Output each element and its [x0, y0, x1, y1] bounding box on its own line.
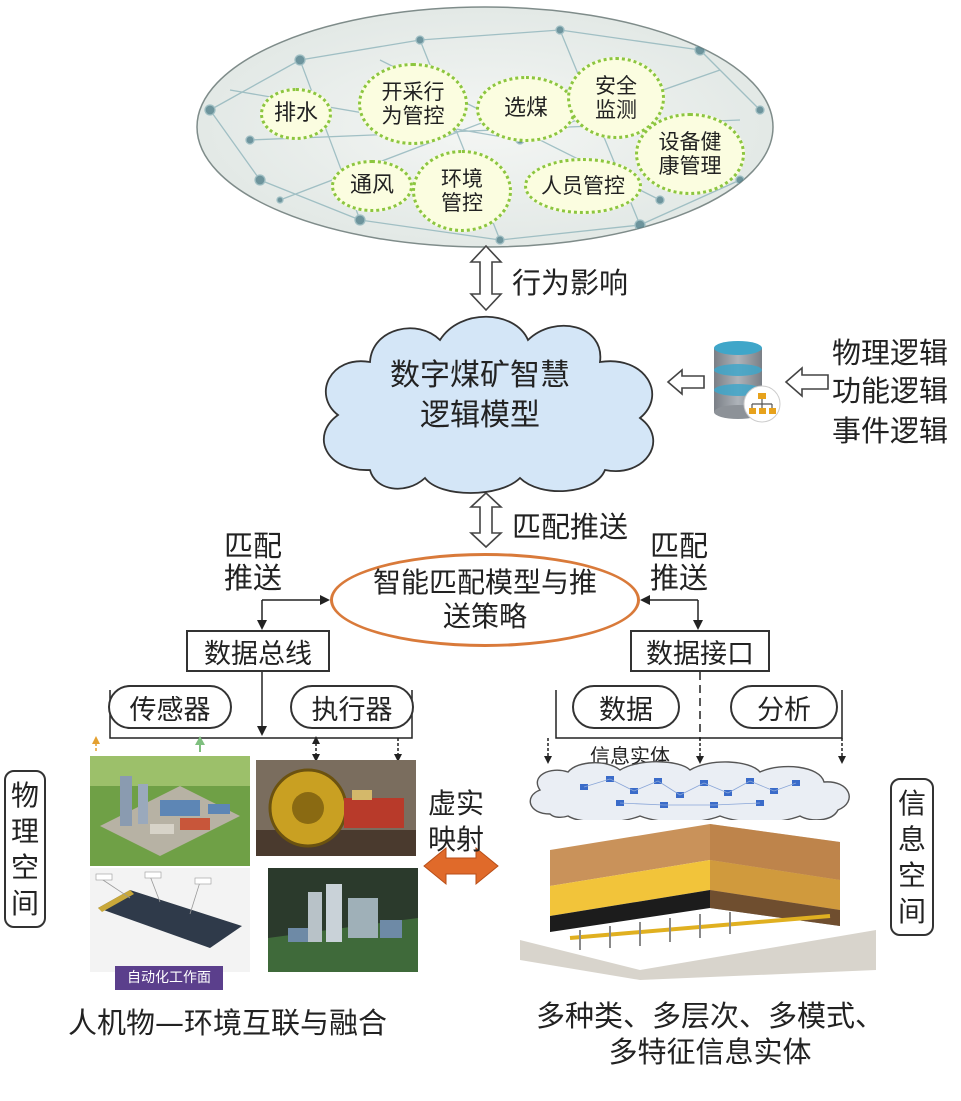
caption-right: 多种类、多层次、多模式、 多特征信息实体: [535, 999, 884, 1069]
mapping-arrow: [423, 846, 499, 886]
behavior-influence-label: 行为影响: [512, 266, 629, 300]
logic-model-cloud: [322, 315, 655, 494]
logic-event: 事件逻辑: [832, 414, 949, 448]
node-coal-preparation: 选煤: [476, 76, 576, 142]
match-push-right-label: 匹配 推送: [650, 529, 709, 595]
automated-face-badge: 自动化工作面: [115, 966, 223, 990]
logic-model-title: 数字煤矿智慧 逻辑模型: [390, 358, 570, 433]
sensor-pill: 传感器: [108, 685, 232, 729]
behavior-double-arrow: [469, 244, 503, 312]
node-ventilation: 通风: [331, 160, 413, 212]
mine-site-aerial-image: [90, 756, 250, 866]
physical-space-label: 物 理 空 间: [4, 770, 46, 928]
coal-seam-model-image: [510, 820, 876, 980]
db-to-cloud-arrow: [666, 368, 705, 396]
actuator-pill: 执行器: [290, 685, 414, 729]
data-bus-box: 数据总线: [186, 630, 330, 672]
info-space-label: 信 息 空 间: [890, 778, 934, 936]
node-environment: 环境 管控: [412, 150, 512, 232]
info-entity-cloud: [529, 761, 850, 823]
logic-functional: 功能逻辑: [832, 374, 949, 408]
node-personnel: 人员管控: [524, 158, 642, 214]
match-push-left-label: 匹配 推送: [224, 529, 283, 595]
logic-to-db-arrow: [784, 366, 829, 398]
automated-face-image: [90, 868, 250, 972]
analysis-pill: 分析: [730, 685, 838, 729]
caption-left: 人机物—环境互联与融合: [68, 1006, 388, 1040]
match-push-center-label: 匹配推送: [512, 510, 629, 544]
virtual-real-mapping-label: 虚实 映射: [428, 787, 485, 856]
data-interface-box: 数据接口: [630, 630, 770, 672]
node-mining-behavior: 开采行 为管控: [358, 63, 468, 145]
node-equipment-health: 设备健 康管理: [635, 113, 745, 195]
coal-plant-3d-image: [268, 868, 418, 972]
logic-physical: 物理逻辑: [832, 336, 949, 370]
strategy-ellipse: [330, 553, 640, 647]
data-pill: 数据: [572, 685, 680, 729]
roadheader-machine-image: [256, 760, 416, 856]
strategy-label: 智能匹配模型与推 送策略: [372, 566, 597, 633]
node-safety-monitoring: 安全 监测: [567, 57, 665, 139]
match-double-arrow: [468, 491, 504, 549]
database-icon: [714, 341, 781, 423]
node-drainage: 排水: [260, 88, 332, 140]
